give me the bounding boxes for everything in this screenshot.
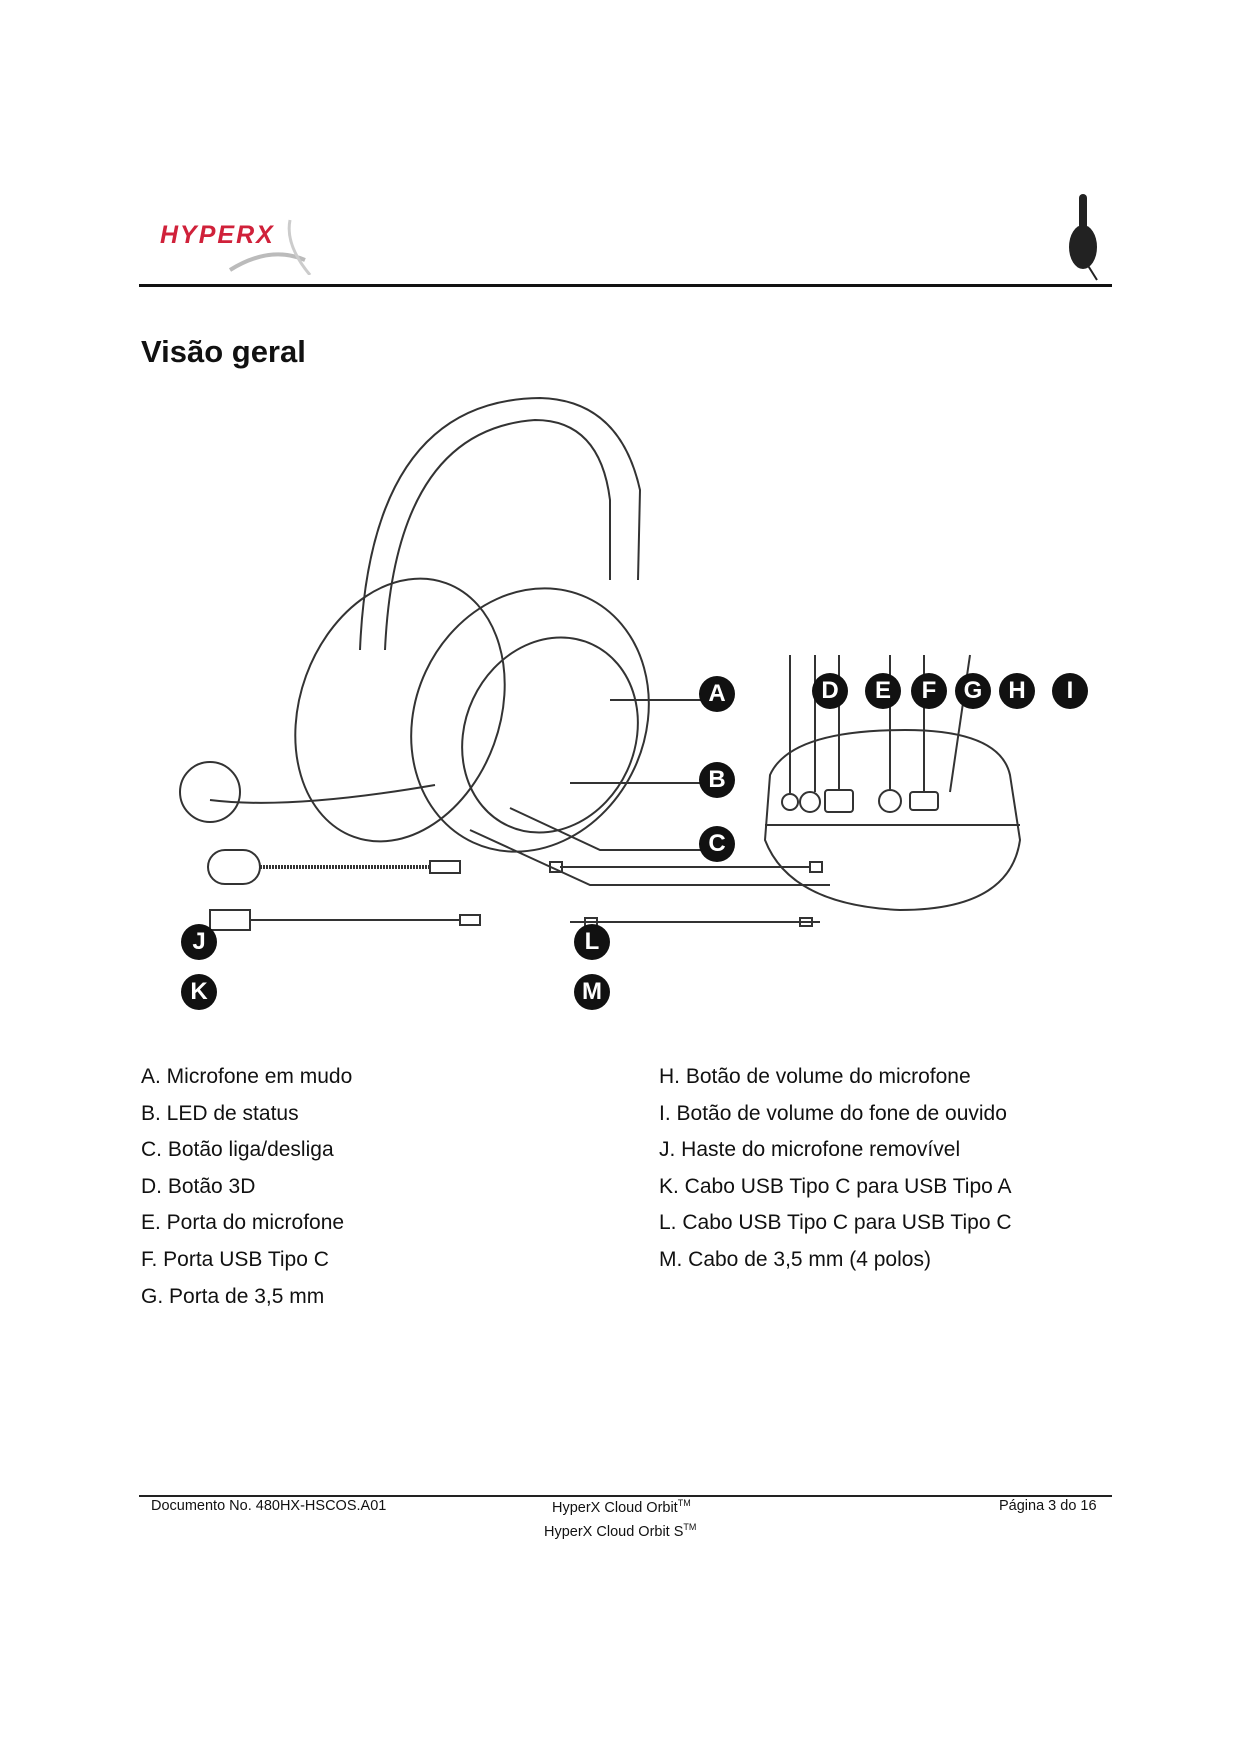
callout-j: J bbox=[181, 924, 217, 960]
legend-item: I. Botão de volume do fone de ouvido bbox=[659, 1101, 1007, 1125]
legend-item: D. Botão 3D bbox=[141, 1174, 256, 1198]
page-title: Visão geral bbox=[141, 334, 306, 369]
legend-item: H. Botão de volume do microfone bbox=[659, 1065, 971, 1088]
legend-left: A. Microfone em mudo B. LED de status C.… bbox=[141, 1062, 352, 1318]
callout-f: F bbox=[911, 673, 947, 709]
callout-c: C bbox=[699, 826, 735, 862]
legend-item: J. Haste do microfone removível bbox=[659, 1138, 961, 1162]
callout-g: G bbox=[955, 673, 991, 709]
trademark: TM bbox=[683, 1522, 697, 1532]
footer-product-1: HyperX Cloud OrbitTM bbox=[552, 1498, 691, 1516]
callout-k: K bbox=[181, 974, 217, 1010]
legend-item: E. Porta do microfone bbox=[141, 1211, 345, 1235]
callout-h: H bbox=[999, 673, 1035, 709]
footer-product-2: HyperX Cloud Orbit STM bbox=[544, 1522, 696, 1540]
hyperx-logo: HYPERX bbox=[160, 215, 330, 275]
logo-text: HYPERX bbox=[160, 221, 275, 249]
footer-page-number: Página 3 do 16 bbox=[999, 1498, 1097, 1514]
callout-d: D bbox=[812, 673, 848, 709]
callout-a: A bbox=[699, 676, 735, 712]
legend-item: F. Porta USB Tipo C bbox=[141, 1247, 329, 1271]
headset-thumbnail-icon bbox=[1069, 194, 1098, 281]
footer-divider bbox=[139, 1495, 1112, 1497]
callout-i: I bbox=[1052, 673, 1088, 709]
header-divider bbox=[139, 284, 1112, 287]
legend-item: K. Cabo USB Tipo C para USB Tipo A bbox=[659, 1174, 1012, 1198]
legend-item: B. LED de status bbox=[141, 1101, 299, 1125]
callout-e: E bbox=[865, 673, 901, 709]
callout-m: M bbox=[574, 974, 610, 1010]
headset-overview-diagram bbox=[179, 396, 1022, 931]
product-name: HyperX Cloud Orbit S bbox=[544, 1523, 684, 1540]
callout-b: B bbox=[699, 762, 735, 798]
footer-doc-number: Documento No. 480HX-HSCOS.A01 bbox=[151, 1498, 387, 1514]
legend-item: C. Botão liga/desliga bbox=[141, 1138, 334, 1162]
trademark: TM bbox=[677, 1498, 691, 1508]
legend-item: M. Cabo de 3,5 mm (4 polos) bbox=[659, 1247, 931, 1271]
callout-l: L bbox=[574, 924, 610, 960]
product-name: HyperX Cloud Orbit bbox=[552, 1499, 678, 1516]
legend-right: H. Botão de volume do microfone I. Botão… bbox=[659, 1062, 1012, 1282]
legend-item: A. Microfone em mudo bbox=[141, 1065, 353, 1088]
legend-item: G. Porta de 3,5 mm bbox=[141, 1284, 325, 1308]
logo-swoosh-icon bbox=[228, 219, 312, 275]
legend-item: L. Cabo USB Tipo C para USB Tipo C bbox=[659, 1211, 1012, 1235]
